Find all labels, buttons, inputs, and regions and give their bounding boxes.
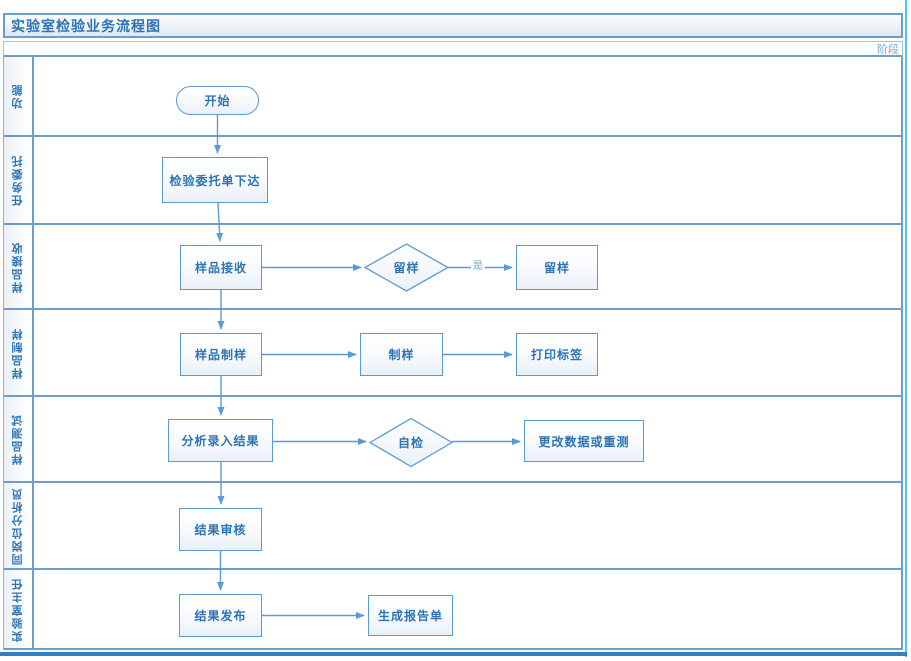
phase-header-row: 阶段 (3, 41, 903, 57)
lane-label-lab-director: 实验室主任 (4, 570, 34, 648)
phase-header-label: 阶段 (877, 43, 899, 56)
node-result-review: 结果审核 (179, 508, 262, 551)
node-generate-report: 生成报告单 (368, 595, 453, 636)
lane-sample-reception: 样品接收 (4, 225, 901, 310)
lane-peer-analyst: 同岗位分析员 (4, 483, 901, 570)
lane-label-text: 功能 (12, 83, 24, 109)
lane-content (34, 570, 901, 648)
node-change-or-retest: 更改数据或重测 (524, 420, 644, 462)
lane-sample-testing: 样品测试 (4, 397, 901, 483)
page-edge-right-line (905, 0, 907, 657)
diagram-title-text: 实验室检验业务流程图 (11, 17, 161, 34)
lane-content (34, 57, 901, 135)
lane-label-function: 功能 (4, 57, 34, 135)
node-prepare: 制样 (360, 333, 443, 376)
node-sample-prepare: 样品制样 (180, 333, 262, 376)
node-self-check-label: 自检 (397, 436, 424, 450)
lane-content (34, 397, 901, 481)
diagram-title: 实验室检验业务流程图 (3, 13, 903, 38)
lane-label-text: 同岗位分析员 (12, 486, 24, 565)
lane-label-text: 样品接收 (12, 240, 24, 293)
lane-label-text: 样品测试 (12, 413, 24, 465)
lane-content (34, 225, 901, 308)
node-print-label: 打印标签 (516, 333, 598, 376)
lane-content (34, 310, 901, 395)
lane-label-text: 任务委托 (12, 154, 24, 206)
node-order-issue: 检验委托单下达 (162, 157, 268, 203)
page-edge-bottom-line (0, 652, 907, 656)
lane-content (34, 483, 901, 568)
lane-lab-director: 实验室主任 (4, 570, 901, 650)
lane-label-text: 样品制样 (12, 326, 24, 379)
node-start: 开始 (176, 86, 259, 115)
node-retain-decision-label: 留样 (393, 261, 420, 275)
node-result-publish: 结果发布 (179, 594, 262, 637)
lane-label-task-delegation: 任务委托 (4, 137, 34, 223)
node-retain-sample: 留样 (516, 245, 598, 290)
lane-sample-preparation: 样品制样 (4, 310, 901, 397)
lane-task-delegation: 任务委托 (4, 137, 901, 225)
lane-label-text: 实验室主任 (12, 576, 24, 642)
lane-label-sample-preparation: 样品制样 (4, 310, 34, 395)
lane-label-peer-analyst: 同岗位分析员 (4, 483, 34, 568)
edge-label-yes: 是 (471, 260, 485, 273)
node-sample-receive: 样品接收 (180, 245, 262, 290)
lane-function: 功能 (4, 57, 901, 137)
lane-label-sample-testing: 样品测试 (4, 397, 34, 481)
node-analysis-entry: 分析录入结果 (168, 419, 273, 462)
lane-label-sample-reception: 样品接收 (4, 225, 34, 308)
swimlane-container: 功能 任务委托 样品接收 样品制样 样品测试 同岗位分析员 实验室主任 (3, 57, 903, 650)
